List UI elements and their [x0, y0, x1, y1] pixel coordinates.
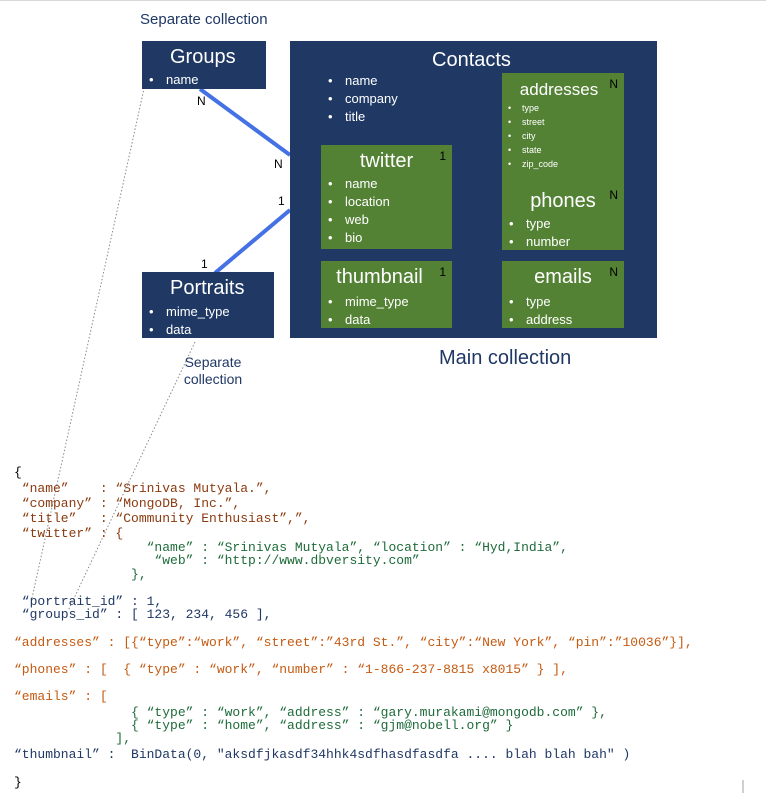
portraits-dotted-reference: [67, 341, 196, 612]
code-emails-inner-1: { “type” : “work”, “address” : “gary.mur…: [14, 705, 607, 720]
code-twitter-inner-1: “name” : “Srinivas Mutyala”, “location” …: [14, 540, 568, 555]
twitter-box: twitter 1 name location web bio: [321, 145, 452, 249]
portraits-field: data: [142, 321, 230, 339]
thumbnail-title: thumbnail: [336, 266, 423, 288]
twitter-cardinality: 1: [439, 149, 446, 163]
portraits-box: Portraits mime_type data: [142, 272, 274, 339]
main-collection-label: Main collection: [439, 347, 572, 369]
groups-title: Groups: [170, 46, 236, 68]
phones-cardinality: N: [609, 188, 618, 202]
portraits-contacts-connector: [213, 208, 292, 275]
code-title-line: “title” : “Community Enthusiast”,”,: [14, 511, 311, 526]
code-name-line: “name” : “Srinivas Mutyala.”,: [14, 481, 272, 496]
portraits-field: mime_type: [142, 303, 230, 321]
twitter-field: web: [321, 211, 390, 229]
code-twitter-line: “twitter” : {: [14, 526, 124, 541]
separate-collection-top-label: Separate collection: [140, 11, 268, 28]
addresses-field: city: [502, 129, 558, 143]
thumbnail-cardinality: 1: [439, 265, 446, 279]
addresses-field: state: [502, 143, 558, 157]
code-portrait-line: “portrait_id” : 1,: [14, 594, 163, 609]
code-close-brace: }: [14, 775, 22, 790]
groups-fields: name: [142, 71, 199, 89]
thumbnail-field: data: [321, 311, 409, 329]
contacts-field: company: [321, 90, 398, 108]
addresses-fields: type street city state zip_code: [502, 101, 558, 171]
emails-box: emails N type address: [502, 261, 624, 329]
separate-collection-bottom-label: Separate collection: [178, 354, 248, 388]
code-groups-line: “groups_id” : [ 123, 234, 456 ],: [14, 607, 272, 622]
top-border: [0, 0, 766, 1]
contacts-field: title: [321, 108, 398, 126]
phones-fields: type number: [502, 215, 570, 251]
contacts-title: Contacts: [432, 49, 511, 71]
addresses-field: zip_code: [502, 157, 558, 171]
phones-title: phones: [530, 190, 596, 212]
emails-cardinality: N: [609, 265, 618, 279]
portraits-fields: mime_type data: [142, 303, 230, 339]
code-thumbnail-line: “thumbnail” : BinData(0, "aksdfjkasdf34h…: [14, 747, 631, 762]
groups-cardinality-n: N: [197, 94, 206, 108]
addresses-field: type: [502, 101, 558, 115]
separate-collection-bottom-line2: collection: [183, 371, 243, 387]
twitter-field: bio: [321, 229, 390, 247]
groups-box: Groups name: [142, 41, 266, 89]
emails-fields: type address: [502, 293, 572, 329]
addresses-field: street: [502, 115, 558, 129]
phones-field: type: [502, 215, 570, 233]
code-company-line: “company” : “MongoDB, Inc.”,: [14, 496, 241, 511]
contacts-groups-cardinality-n: N: [274, 157, 283, 171]
code-twitter-close: },: [14, 567, 147, 582]
contacts-portraits-cardinality-1: 1: [278, 194, 285, 208]
separate-collection-bottom-line1: Separate: [184, 354, 242, 370]
phones-field: number: [502, 233, 570, 251]
code-phones-line: “phones” : [ { “type” : “work”, “number”…: [14, 662, 568, 677]
emails-field: address: [502, 311, 572, 329]
twitter-field: location: [321, 193, 390, 211]
scrollbar-mark: [742, 780, 744, 793]
code-emails-close: ],: [14, 731, 132, 746]
twitter-title: twitter: [359, 150, 414, 172]
contacts-fields: name company title: [321, 72, 398, 126]
code-emails-line: “emails” : [: [14, 689, 108, 704]
addresses-cardinality: N: [609, 77, 618, 91]
addresses-title: addresses: [519, 80, 599, 99]
thumbnail-box: thumbnail 1 mime_type data: [321, 261, 452, 329]
thumbnail-fields: mime_type data: [321, 293, 409, 329]
groups-dotted-reference: [31, 83, 146, 599]
twitter-fields: name location web bio: [321, 175, 390, 247]
portraits-title: Portraits: [170, 277, 245, 299]
contacts-box: Contacts name company title twitter 1 na…: [290, 41, 657, 338]
twitter-field: name: [321, 175, 390, 193]
code-open-brace: {: [14, 465, 22, 480]
code-emails-inner-2: { “type” : “home”, “address” : “gjm@nobe…: [14, 718, 514, 733]
emails-title: emails: [534, 266, 592, 288]
code-addresses-line: “addresses” : [{“type”:“work”, “street”:…: [14, 635, 693, 650]
thumbnail-field: mime_type: [321, 293, 409, 311]
groups-field: name: [142, 71, 199, 89]
emails-field: type: [502, 293, 572, 311]
groups-contacts-connector: [198, 87, 292, 157]
phones-box: phones N type number: [502, 184, 624, 251]
portraits-cardinality-1: 1: [201, 257, 208, 271]
code-twitter-inner-2: “web” : “http://www.dbversity.com”: [14, 553, 420, 568]
contacts-field: name: [321, 72, 398, 90]
